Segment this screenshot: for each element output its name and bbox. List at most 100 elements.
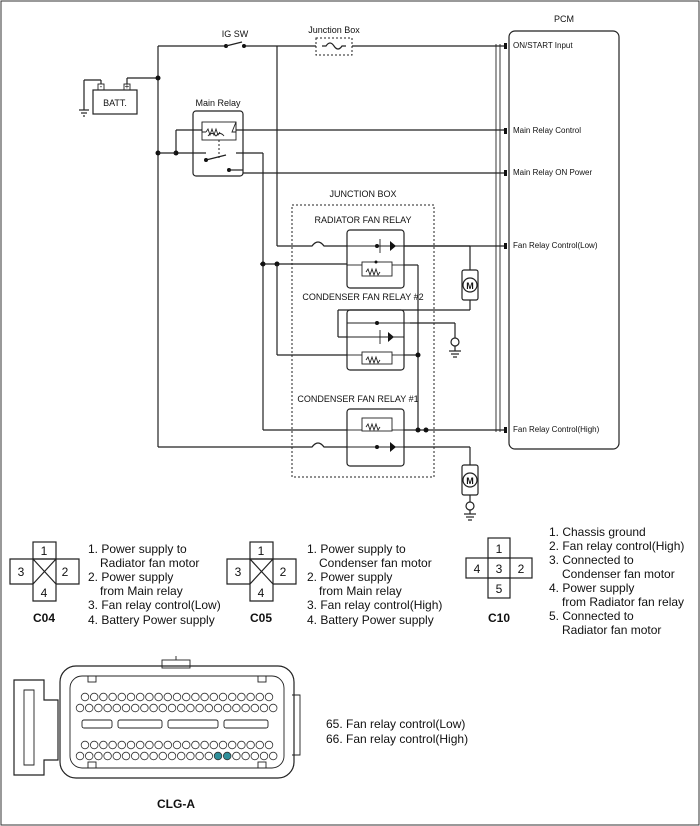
radiator-fan-relay-label: RADIATOR FAN RELAY — [314, 215, 411, 225]
clg-pin — [227, 740, 237, 750]
connector-c10: 1 4 3 2 5 C10 1. Chassis ground 2. Fan r… — [465, 525, 688, 637]
svg-text:-: - — [100, 82, 103, 91]
svg-text:2: 2 — [280, 565, 287, 579]
battery-label: BATT. — [103, 98, 127, 108]
clg-pin — [145, 692, 154, 702]
clg-pin — [154, 740, 163, 750]
clg-pin — [99, 692, 108, 702]
clg-pin — [264, 692, 274, 702]
clg-pin — [94, 703, 103, 713]
clg-pin — [232, 703, 241, 713]
clg-pin — [163, 692, 172, 702]
clg-pin — [237, 740, 246, 750]
clg-pin — [117, 740, 126, 750]
clg-pin — [259, 751, 269, 761]
clg-pin-highlighted — [222, 751, 232, 761]
clg-pin — [140, 703, 149, 713]
clg-pin — [237, 692, 246, 702]
clg-pin — [186, 703, 195, 713]
svg-text:3: 3 — [496, 562, 503, 576]
clg-pin — [227, 692, 237, 702]
c05-name: C05 — [250, 611, 272, 625]
c04-legend: 1. Power supply to Radiator fan motor 2.… — [88, 542, 224, 627]
clg-pin — [246, 692, 255, 702]
clg-pin — [121, 751, 131, 761]
svg-text:2: 2 — [62, 565, 69, 579]
svg-text:4: 4 — [41, 586, 48, 600]
ground-icon — [464, 501, 476, 521]
clg-pin — [158, 751, 167, 761]
clg-pin — [176, 751, 186, 761]
svg-text:M: M — [466, 476, 474, 486]
clg-pin — [213, 703, 223, 713]
clg-pin — [200, 692, 209, 702]
clg-pin — [80, 740, 90, 750]
junction-box-label: JUNCTION BOX — [329, 189, 396, 199]
clg-pin — [269, 703, 278, 713]
clg-pin — [84, 703, 94, 713]
clg-pin — [255, 740, 264, 750]
clg-pin — [103, 751, 112, 761]
clg-pin — [89, 740, 99, 750]
clg-pin-highlighted — [213, 751, 223, 761]
condenser-fan-relay-1: CONDENSER FAN RELAY #1 — [297, 394, 419, 467]
clg-pin — [172, 740, 182, 750]
connector-c05: 1 2 3 4 C05 1. Power supply to Condenser… — [226, 541, 442, 627]
connector-c04: 1 2 3 4 C04 1. Power supply to Radiator … — [9, 541, 224, 627]
clg-pin — [191, 740, 200, 750]
clg-pin — [176, 703, 186, 713]
clg-pin — [200, 740, 209, 750]
c10-legend: 1. Chassis ground 2. Fan relay control(H… — [549, 525, 688, 637]
clg-pin — [117, 692, 126, 702]
junction-box-top-label: Junction Box — [308, 25, 360, 35]
radiator-fan-motor: M — [461, 269, 479, 301]
clg-pin — [167, 703, 177, 713]
pcm-pin-on-start: ON/START Input — [504, 41, 573, 50]
clg-pin-field — [75, 692, 278, 761]
svg-text:1: 1 — [41, 544, 48, 558]
svg-text:4: 4 — [474, 562, 481, 576]
svg-text:3: 3 — [18, 565, 25, 579]
condenser-fan-relay1-label: CONDENSER FAN RELAY #1 — [297, 394, 418, 404]
clg-pin — [195, 751, 204, 761]
junction-box: JUNCTION BOX — [291, 189, 435, 478]
clg-pin — [195, 703, 204, 713]
clg-pin — [204, 703, 213, 713]
c10-name: C10 — [488, 611, 510, 625]
clg-pin — [145, 740, 154, 750]
svg-text:M: M — [466, 281, 474, 291]
junction-box-fuse: Junction Box — [308, 25, 360, 56]
svg-text:1: 1 — [496, 542, 503, 556]
clg-pin — [250, 703, 259, 713]
clg-pin — [264, 740, 274, 750]
clg-pin — [222, 703, 232, 713]
clg-pin — [181, 740, 191, 750]
clg-pin — [130, 751, 140, 761]
clg-a-legend: 65. Fan relay control(Low) 66. Fan relay… — [326, 717, 469, 746]
svg-text:Fan Relay Control(High): Fan Relay Control(High) — [513, 425, 600, 434]
svg-text:1: 1 — [258, 544, 265, 558]
condenser-fan-relay2-label: CONDENSER FAN RELAY #2 — [302, 292, 423, 302]
svg-text:Fan Relay Control(Low): Fan Relay Control(Low) — [513, 241, 598, 250]
clg-pin — [108, 740, 117, 750]
pcm-pin-main-relay-on-power: Main Relay ON Power — [504, 168, 592, 177]
pcm-pin-main-relay-control: Main Relay Control — [504, 126, 581, 135]
clg-pin — [103, 703, 112, 713]
clg-pin — [158, 703, 167, 713]
svg-text:ON/START Input: ON/START Input — [513, 41, 573, 50]
clg-pin — [108, 692, 117, 702]
clg-pin — [84, 751, 94, 761]
clg-pin — [167, 751, 177, 761]
battery: - + BATT. — [79, 77, 158, 117]
clg-pin — [149, 703, 158, 713]
svg-text:Main Relay ON Power: Main Relay ON Power — [513, 168, 592, 177]
clg-pin — [126, 740, 136, 750]
clg-pin — [126, 692, 136, 702]
clg-pin — [154, 692, 163, 702]
clg-pin — [163, 740, 172, 750]
svg-text:3: 3 — [235, 565, 242, 579]
clg-pin — [172, 692, 182, 702]
clg-pin — [181, 692, 191, 702]
clg-pin — [269, 751, 278, 761]
